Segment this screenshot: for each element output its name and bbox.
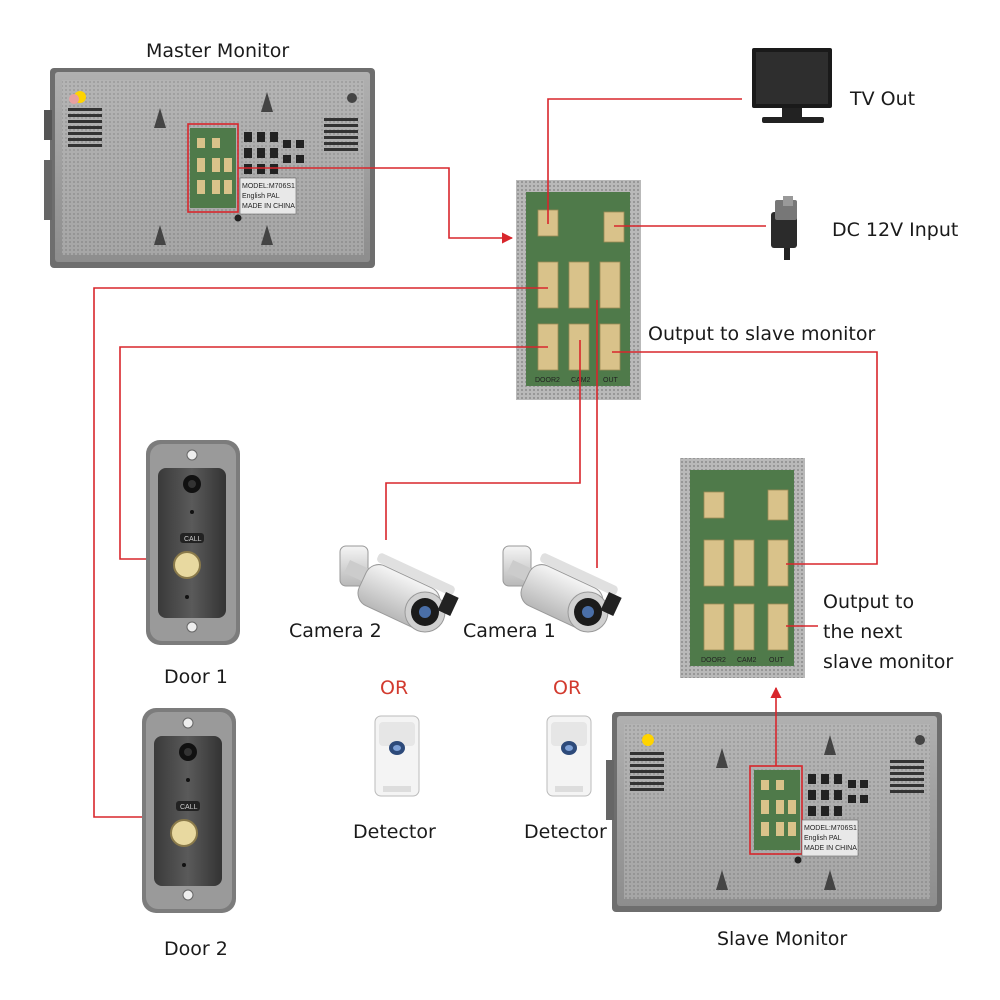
- tv-icon: [752, 48, 832, 123]
- wire-master-to-board: [238, 167, 514, 244]
- camera2-label: Camera 2: [289, 620, 382, 642]
- vent-grille: [68, 108, 358, 151]
- door2-call-text: CALL: [180, 804, 198, 811]
- door1-call-text: CALL: [184, 536, 202, 543]
- slave-board-cam2-text: CAM2: [737, 657, 757, 664]
- wire-board-to-door1: [119, 346, 548, 560]
- board-out-text: OUT: [603, 377, 619, 384]
- or-label-left: OR: [380, 677, 408, 699]
- door2-label: Door 2: [164, 938, 228, 960]
- connection-board: DOOR2 CAM2 OUT: [516, 180, 641, 400]
- output-next-line2: the next: [823, 621, 902, 643]
- master-model-text: MODEL:M706S1: [242, 183, 295, 190]
- master-monitor-label: Master Monitor: [146, 40, 289, 62]
- master-made-text: MADE IN CHINA: [242, 203, 295, 210]
- board-door2-text: DOOR2: [535, 377, 560, 384]
- detector-left-icon: [374, 715, 420, 797]
- output-slave-label: Output to slave monitor: [648, 323, 875, 345]
- master-monitor: MODEL:M706S1 English PAL MADE IN CHINA: [44, 68, 375, 268]
- slave-monitor-label: Slave Monitor: [717, 928, 847, 950]
- camera1-icon: [502, 545, 622, 633]
- or-label-right: OR: [553, 677, 581, 699]
- camera1-label: Camera 1: [463, 620, 556, 642]
- slave-lang-text: English PAL: [804, 835, 842, 842]
- wire-board-to-door2: [93, 287, 548, 818]
- detector-right-icon: [546, 715, 592, 797]
- door1-label: Door 1: [164, 666, 228, 688]
- wire-board-to-slave-board: [612, 351, 878, 565]
- wire-board-to-tv: [547, 98, 742, 224]
- dc-input-label: DC 12V Input: [832, 219, 958, 241]
- slave-monitor: MODEL:M706S1 English PAL MADE IN CHINA: [606, 712, 942, 912]
- wires: [93, 98, 878, 818]
- detector-right-label: Detector: [524, 821, 607, 843]
- door2-doorbell: CALL: [142, 708, 236, 913]
- slave-board-door2-text: DOOR2: [701, 657, 726, 664]
- output-next-line1: Output to: [823, 591, 914, 613]
- power-adapter-icon: [771, 196, 797, 260]
- slave-model-text: MODEL:M706S1: [804, 825, 857, 832]
- wire-board-to-camera2: [385, 340, 581, 540]
- slave-connection-board: DOOR2 CAM2 OUT: [680, 458, 805, 678]
- camera2-icon: [339, 545, 459, 633]
- door1-doorbell: CALL: [146, 440, 240, 645]
- tv-out-label: TV Out: [849, 88, 915, 110]
- output-next-line3: slave monitor: [823, 651, 953, 673]
- slave-made-text: MADE IN CHINA: [804, 845, 857, 852]
- slave-board-out-text: OUT: [769, 657, 785, 664]
- detector-left-label: Detector: [353, 821, 436, 843]
- master-lang-text: English PAL: [242, 193, 280, 200]
